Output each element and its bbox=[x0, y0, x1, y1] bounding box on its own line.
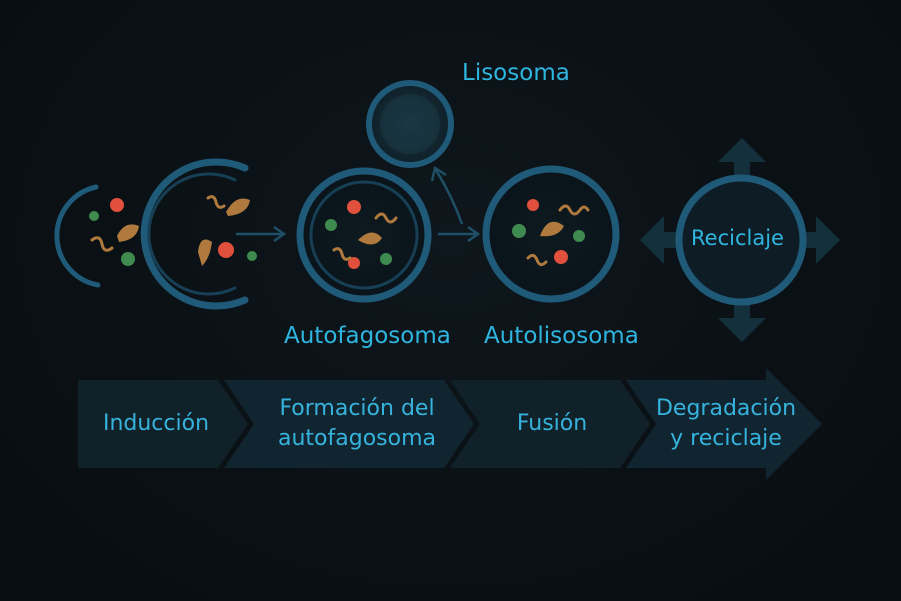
step-label-line1: Fusión bbox=[516, 411, 588, 436]
green-organelle bbox=[512, 224, 526, 238]
er-fragment bbox=[374, 212, 398, 224]
er-fragment bbox=[558, 204, 590, 216]
green-organelle bbox=[573, 230, 585, 242]
step-label-line1: Degradación bbox=[655, 396, 797, 421]
lysosome-label: Lisosoma bbox=[462, 60, 570, 86]
green-organelle bbox=[380, 253, 392, 265]
arrow-to-autophagosome bbox=[236, 225, 287, 243]
step-fusion: Fusión bbox=[476, 409, 628, 439]
band-segment-fusion bbox=[450, 380, 650, 468]
phagophore-initial bbox=[54, 158, 257, 310]
er-fragment bbox=[526, 253, 548, 267]
autolysosome bbox=[482, 165, 620, 303]
mitochondrion bbox=[358, 232, 382, 245]
band-segment-formation bbox=[224, 380, 474, 468]
phagophore-membrane-small bbox=[54, 184, 101, 288]
red-organelle bbox=[110, 198, 124, 212]
recycling-label: Reciclaje bbox=[691, 226, 784, 250]
red-organelle bbox=[554, 250, 568, 264]
red-organelle bbox=[347, 200, 361, 214]
arrow-right-icon bbox=[796, 216, 840, 264]
band-segment-induction bbox=[78, 380, 248, 468]
mitochondrion bbox=[226, 198, 250, 216]
arrow-left-icon bbox=[640, 216, 684, 264]
er-fragment bbox=[332, 247, 352, 261]
er-fragment bbox=[90, 236, 114, 252]
green-organelle bbox=[325, 219, 337, 231]
step-label-line1: Formación del bbox=[279, 396, 435, 421]
step-label-line2: autofagosoma bbox=[278, 426, 436, 451]
red-organelle bbox=[527, 199, 539, 211]
process-band bbox=[78, 368, 822, 480]
red-organelle bbox=[348, 257, 360, 269]
mitochondrion bbox=[198, 239, 212, 266]
step-formation: Formación del autofagosoma bbox=[250, 394, 464, 454]
er-fragment bbox=[206, 195, 226, 209]
phagophore-membrane-inner bbox=[147, 172, 237, 296]
green-organelle bbox=[121, 252, 135, 266]
autophagosome bbox=[296, 167, 432, 303]
arrow-up-icon bbox=[718, 138, 766, 182]
green-organelle bbox=[247, 251, 257, 261]
step-label-line2: y reciclaje bbox=[670, 426, 782, 451]
mitochondrion bbox=[117, 224, 139, 242]
fusion-arrows bbox=[430, 165, 481, 243]
arrow-down-icon bbox=[718, 298, 766, 342]
autolysosome-label: Autolisosoma bbox=[484, 323, 639, 349]
band-segment-degradation bbox=[626, 368, 822, 480]
autophagosome-label: Autofagosoma bbox=[284, 323, 451, 349]
step-degradation: Degradación y reciclaje bbox=[646, 394, 806, 454]
green-organelle bbox=[89, 211, 99, 221]
phagophore-membrane-large bbox=[140, 158, 249, 310]
step-induction: Inducción bbox=[78, 409, 234, 439]
lysosome bbox=[366, 80, 454, 168]
step-label-line1: Inducción bbox=[102, 411, 210, 436]
recycling-cell bbox=[640, 138, 840, 342]
mitochondrion bbox=[540, 221, 564, 237]
red-organelle bbox=[218, 242, 234, 258]
